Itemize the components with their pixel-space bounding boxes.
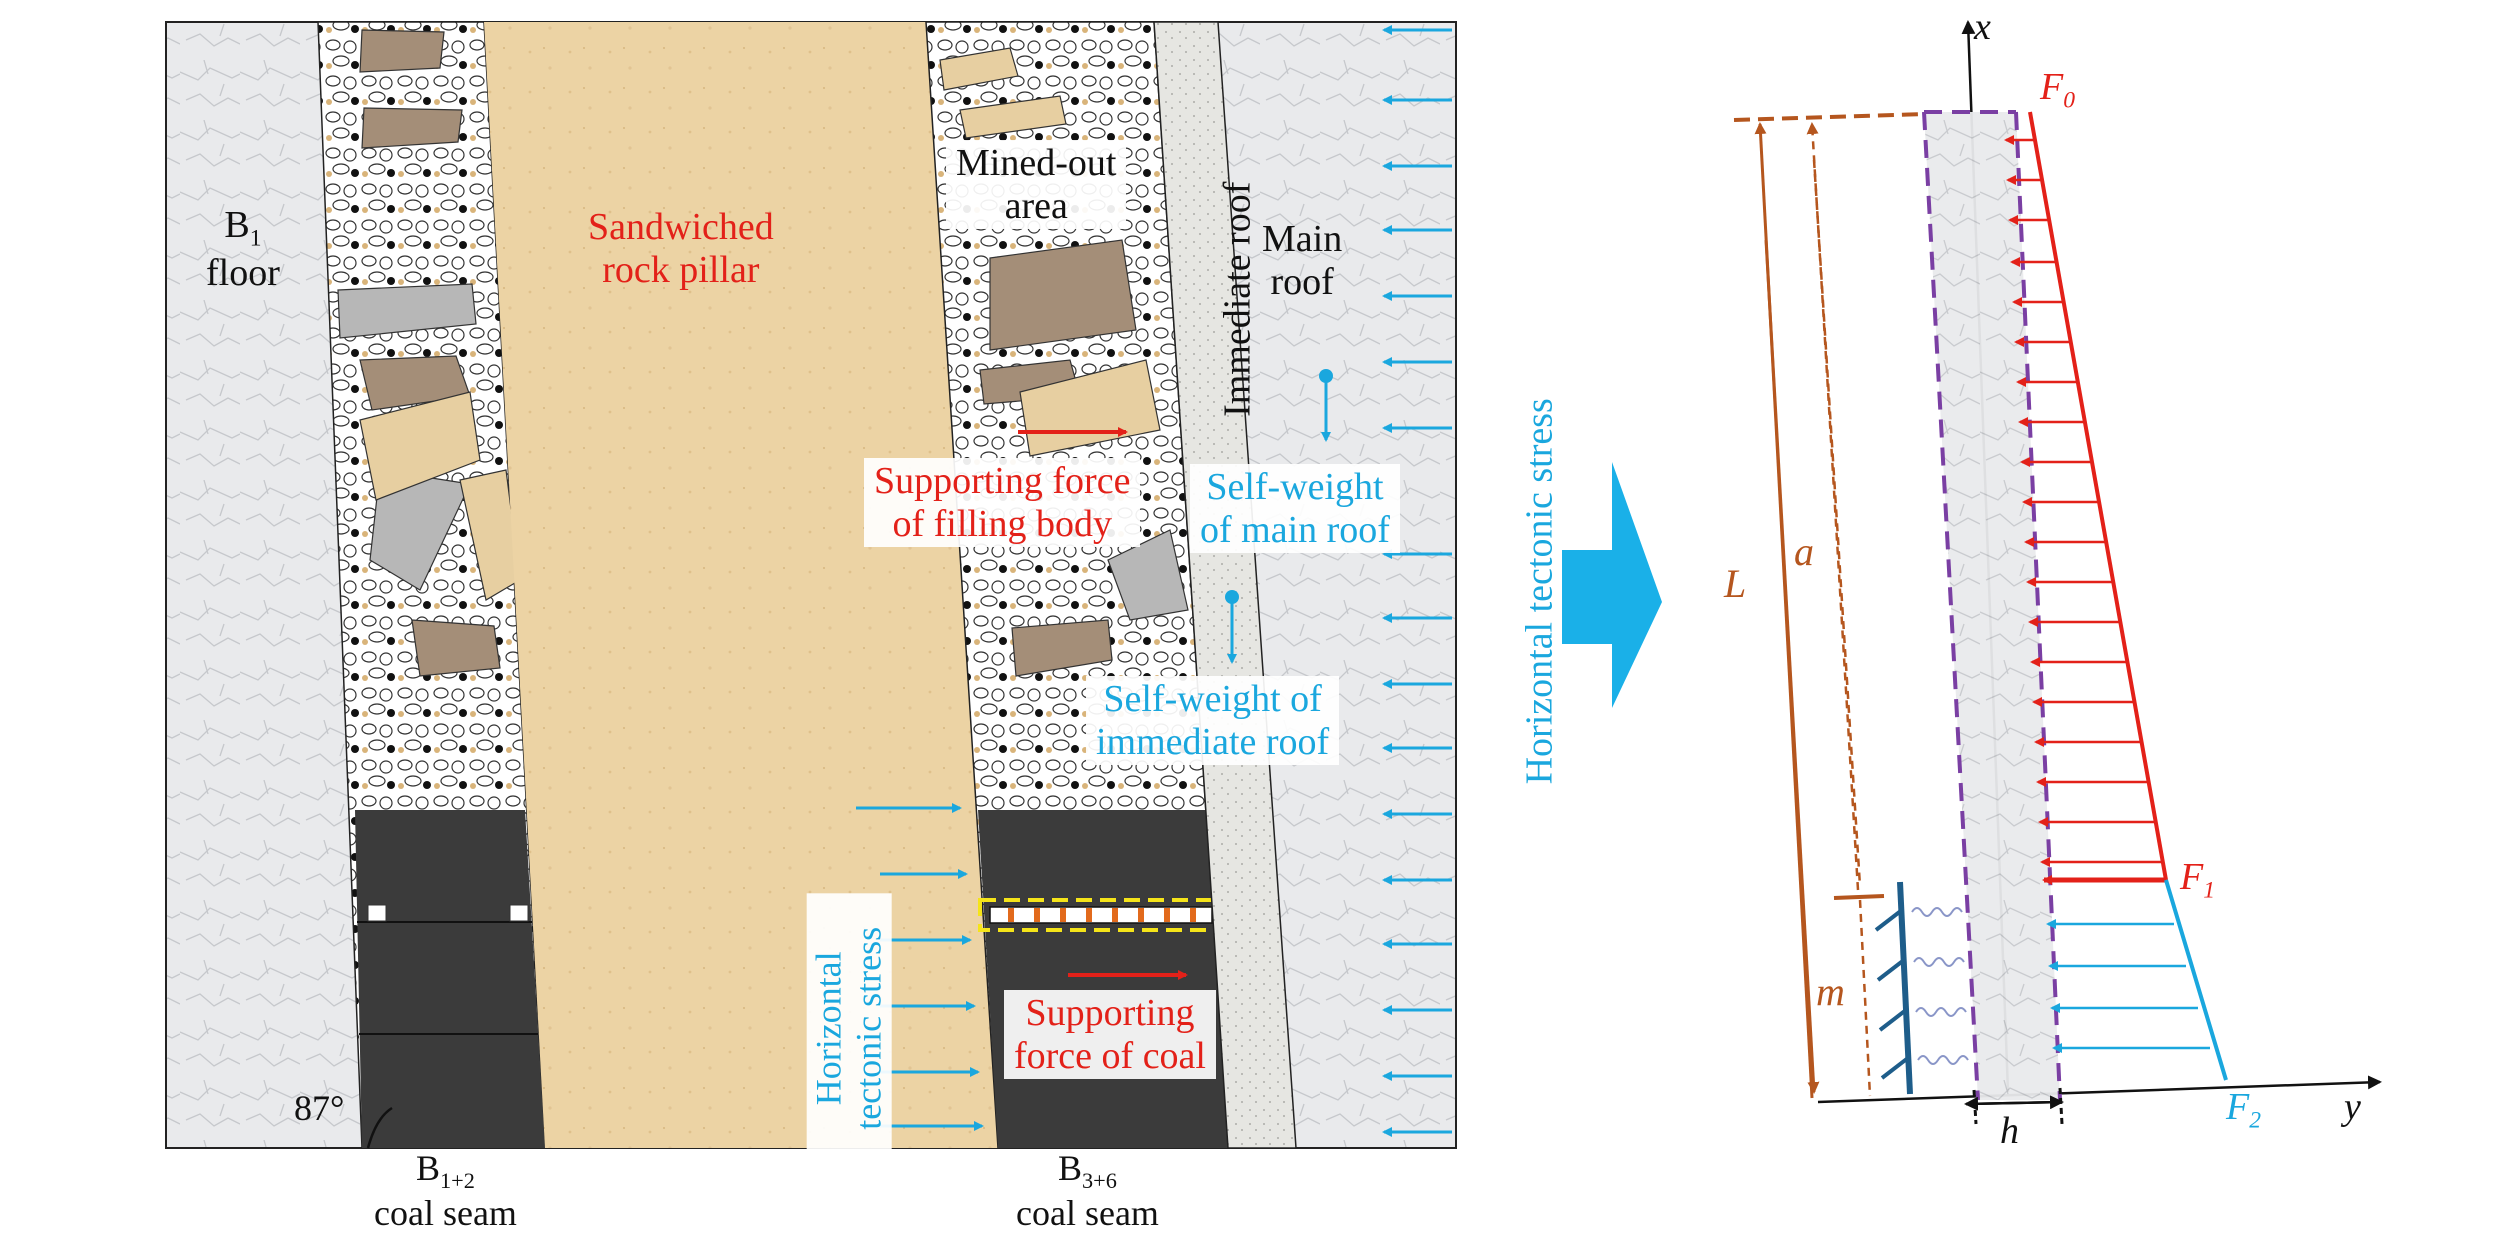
h-dimension-label: h <box>2000 1110 2019 1152</box>
f0-label: F0 <box>2040 66 2075 114</box>
dip-angle-label: 87° <box>294 1088 345 1128</box>
immediate-roof-label: Immediate roof <box>1216 181 1259 417</box>
axis-x-label: x <box>1974 6 1991 48</box>
f1-label: F1 <box>2180 856 2215 904</box>
mined-out-area-label: Mined-out area <box>946 140 1127 230</box>
blue-load-arrows <box>2046 919 2210 1053</box>
sandwiched-pillar-label: Sandwiched rock pillar <box>588 206 774 291</box>
dot-arrow-down-icon <box>1225 369 1333 664</box>
seam-left-label: B1+2 coal seam <box>374 1148 517 1234</box>
geological-section <box>165 21 1457 1149</box>
axis-y-label: y <box>2344 1086 2361 1128</box>
self-weight-main-roof-label: Self-weight of main roof <box>1190 464 1400 554</box>
spring-icon <box>1911 907 1969 1065</box>
seam-right-label: B3+6 coal seam <box>1016 1148 1159 1234</box>
red-load-arrows <box>2004 135 2164 867</box>
self-weight-immediate-roof-label: Self-weight of immediate roof <box>1086 676 1340 766</box>
a-dimension-label: a <box>1794 529 1814 574</box>
supporting-force-filling-label: Supporting force of filling body <box>864 458 1141 548</box>
m-dimension-label: m <box>1816 969 1845 1014</box>
b1-floor-label: B1 floor <box>206 204 280 294</box>
horizontal-tectonic-stress-inner-label: Horizontal tectonic stress <box>806 893 892 1164</box>
transition-arrow-icon <box>1562 462 1662 708</box>
supporting-force-coal-label: Supporting force of coal <box>1004 990 1216 1080</box>
horizontal-tectonic-stress-side-label: Horizontal tectonic stress <box>1518 398 1561 785</box>
f2-label: F2 <box>2226 1086 2261 1134</box>
l-dimension-label: L <box>1724 561 1747 606</box>
mechanical-model <box>1733 20 2382 1125</box>
main-roof-label: Main roof <box>1262 218 1343 303</box>
